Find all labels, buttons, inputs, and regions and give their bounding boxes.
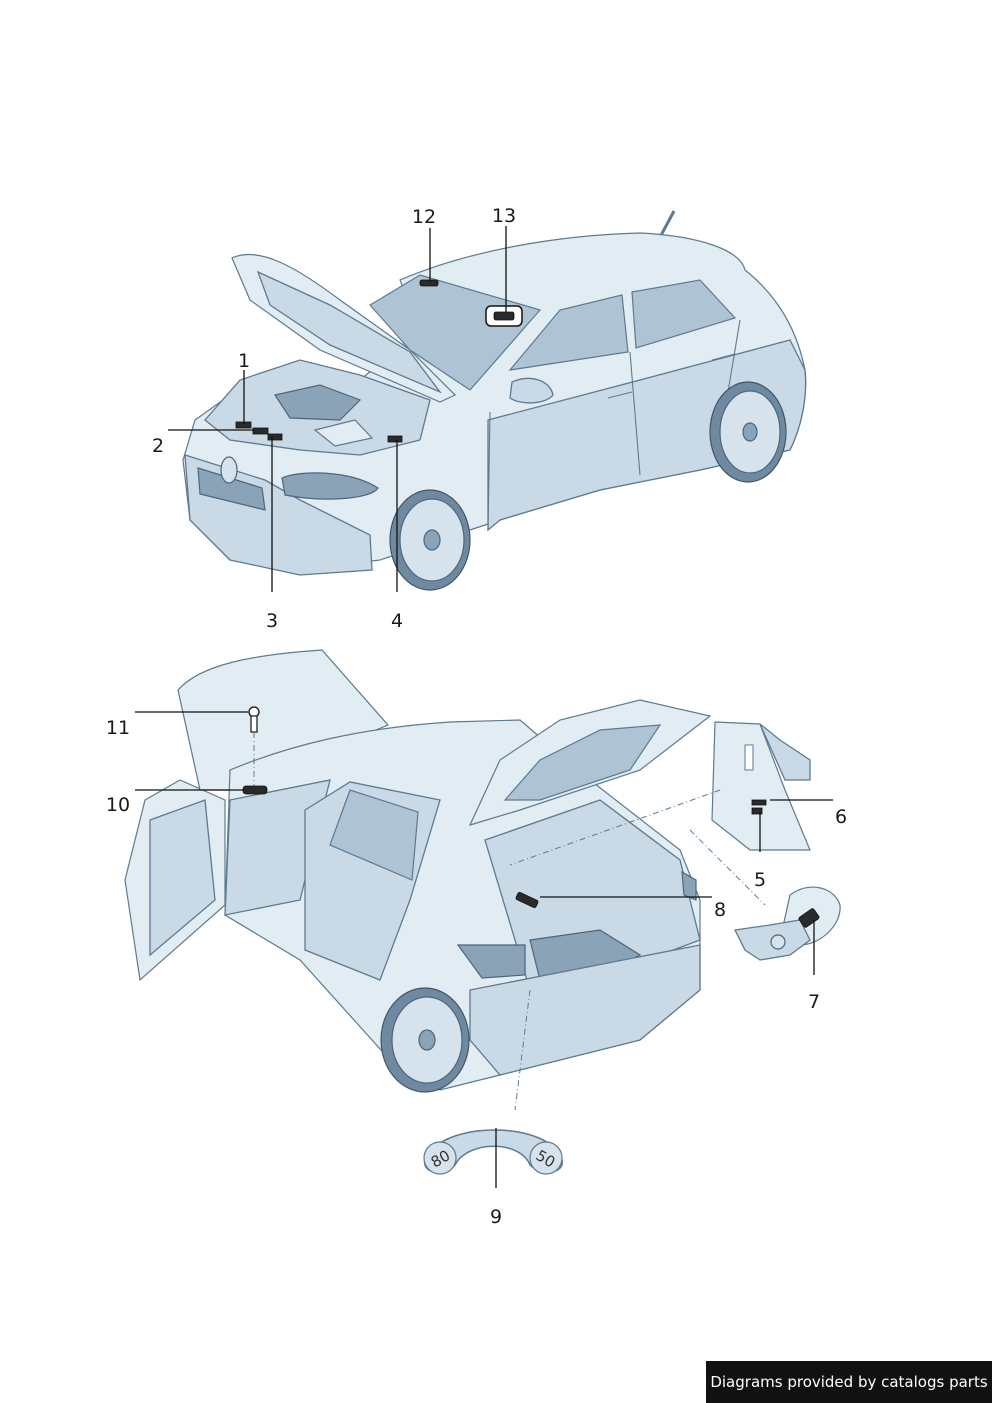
callout-4: 4: [391, 610, 403, 632]
callout-9: 9: [490, 1206, 502, 1228]
callout-8: 8: [714, 899, 726, 921]
fuel-flap-detail: [734, 886, 841, 961]
callout-1: 1: [238, 350, 250, 372]
gauge-detail: 80 50: [423, 1129, 563, 1175]
bottom-leaders: [135, 711, 833, 1188]
callout-6: 6: [835, 806, 847, 828]
callout-10: 10: [106, 794, 130, 816]
callout-2: 2: [152, 435, 164, 457]
footer-text: Diagrams provided by catalogs parts: [710, 1373, 988, 1391]
assembly-lines: [253, 732, 766, 1111]
callout-5: 5: [754, 869, 766, 891]
callout-3: 3: [266, 610, 278, 632]
callout-12: 12: [412, 206, 436, 228]
car-front-view: [182, 210, 807, 591]
callout-11: 11: [106, 717, 130, 739]
car-rear-view: [124, 649, 712, 1093]
pillar-detail: [711, 721, 811, 851]
footer-credit: Diagrams provided by catalogs parts: [706, 1361, 992, 1403]
top-leaders: [168, 226, 507, 592]
callout-7: 7: [808, 991, 820, 1013]
callout-labels: 12 13 1 2 3 4 11 10 6 5 8 7 9: [106, 205, 847, 1228]
callout-13: 13: [492, 205, 516, 227]
